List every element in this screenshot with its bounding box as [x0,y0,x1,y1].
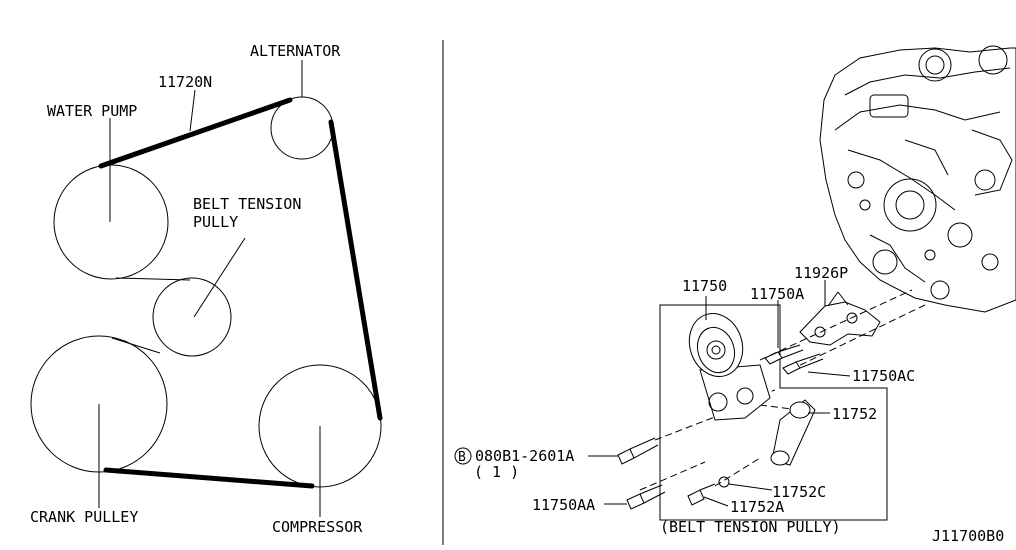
label-080B1-2601A: 080B1-2601A [475,447,574,465]
leader-11752C [728,483,773,491]
label-compressor: COMPRESSOR [272,518,363,536]
bolt-11750AA [626,484,666,510]
engine-block-illustration [819,45,1016,313]
belt-segment-waterpump-tensioner [115,277,191,281]
belt-segment-alternator-compressor [328,119,383,421]
alignment-line-5 [639,461,706,491]
bolt-080B1-2601A [617,437,659,465]
alternator-pulley [270,96,334,160]
label-belt-part-number: 11720N [158,73,212,91]
belt-tension-pulley [152,277,232,357]
label-11752C: 11752C [772,483,826,501]
leader-11752A [703,496,729,507]
label-belt-tension-line2: PULLY [193,213,238,231]
bolt-11750AC [782,353,824,375]
figure-code: J11700B0 [932,527,1004,545]
washer-11752C [718,476,730,488]
bolt-11750A [764,344,804,365]
label-belt-tension-line1: BELT TENSION [193,195,301,213]
belt-routing-diagram: ALTERNATOR 11720N WATER PUMP BELT TENSIO… [30,42,383,536]
alignment-line-6 [714,457,761,487]
bolt-11752A [687,483,716,506]
label-11752: 11752 [832,405,877,423]
label-11750: 11750 [682,277,727,295]
label-assembly-name: (BELT TENSION PULLY) [660,518,841,536]
tension-pulley-part [688,313,771,421]
leader-belt [189,89,196,132]
belt-segment-waterpump-alternator [98,97,293,169]
label-bolt-quantity: ( 1 ) [474,463,519,481]
tensioner-damper-part [770,399,816,466]
label-11750AA: 11750AA [532,496,595,514]
alignment-line-1 [759,289,913,361]
leader-tension [193,237,246,318]
belt-segment-tensioner-crank [111,337,161,354]
label-11750AC: 11750AC [852,367,915,385]
leader-11750AC [807,371,851,377]
label-crank-pulley: CRANK PULLEY [30,508,138,526]
tension-pulley-assembly-frame [659,304,888,521]
bolt-marker-letter: B [458,450,466,465]
bracket-11926P [799,291,881,346]
label-11926P: 11926P [794,264,848,282]
bolt-marker-circle [454,447,472,465]
label-alternator: ALTERNATOR [250,42,341,60]
alignment-line-4 [654,414,721,441]
label-water-pump: WATER PUMP [47,102,137,120]
belt-segment-compressor-crank [103,467,315,489]
alignment-line-2 [789,304,926,371]
water-pump-pulley [53,164,169,280]
label-11750A: 11750A [750,285,804,303]
label-11752A: 11752A [730,498,784,516]
